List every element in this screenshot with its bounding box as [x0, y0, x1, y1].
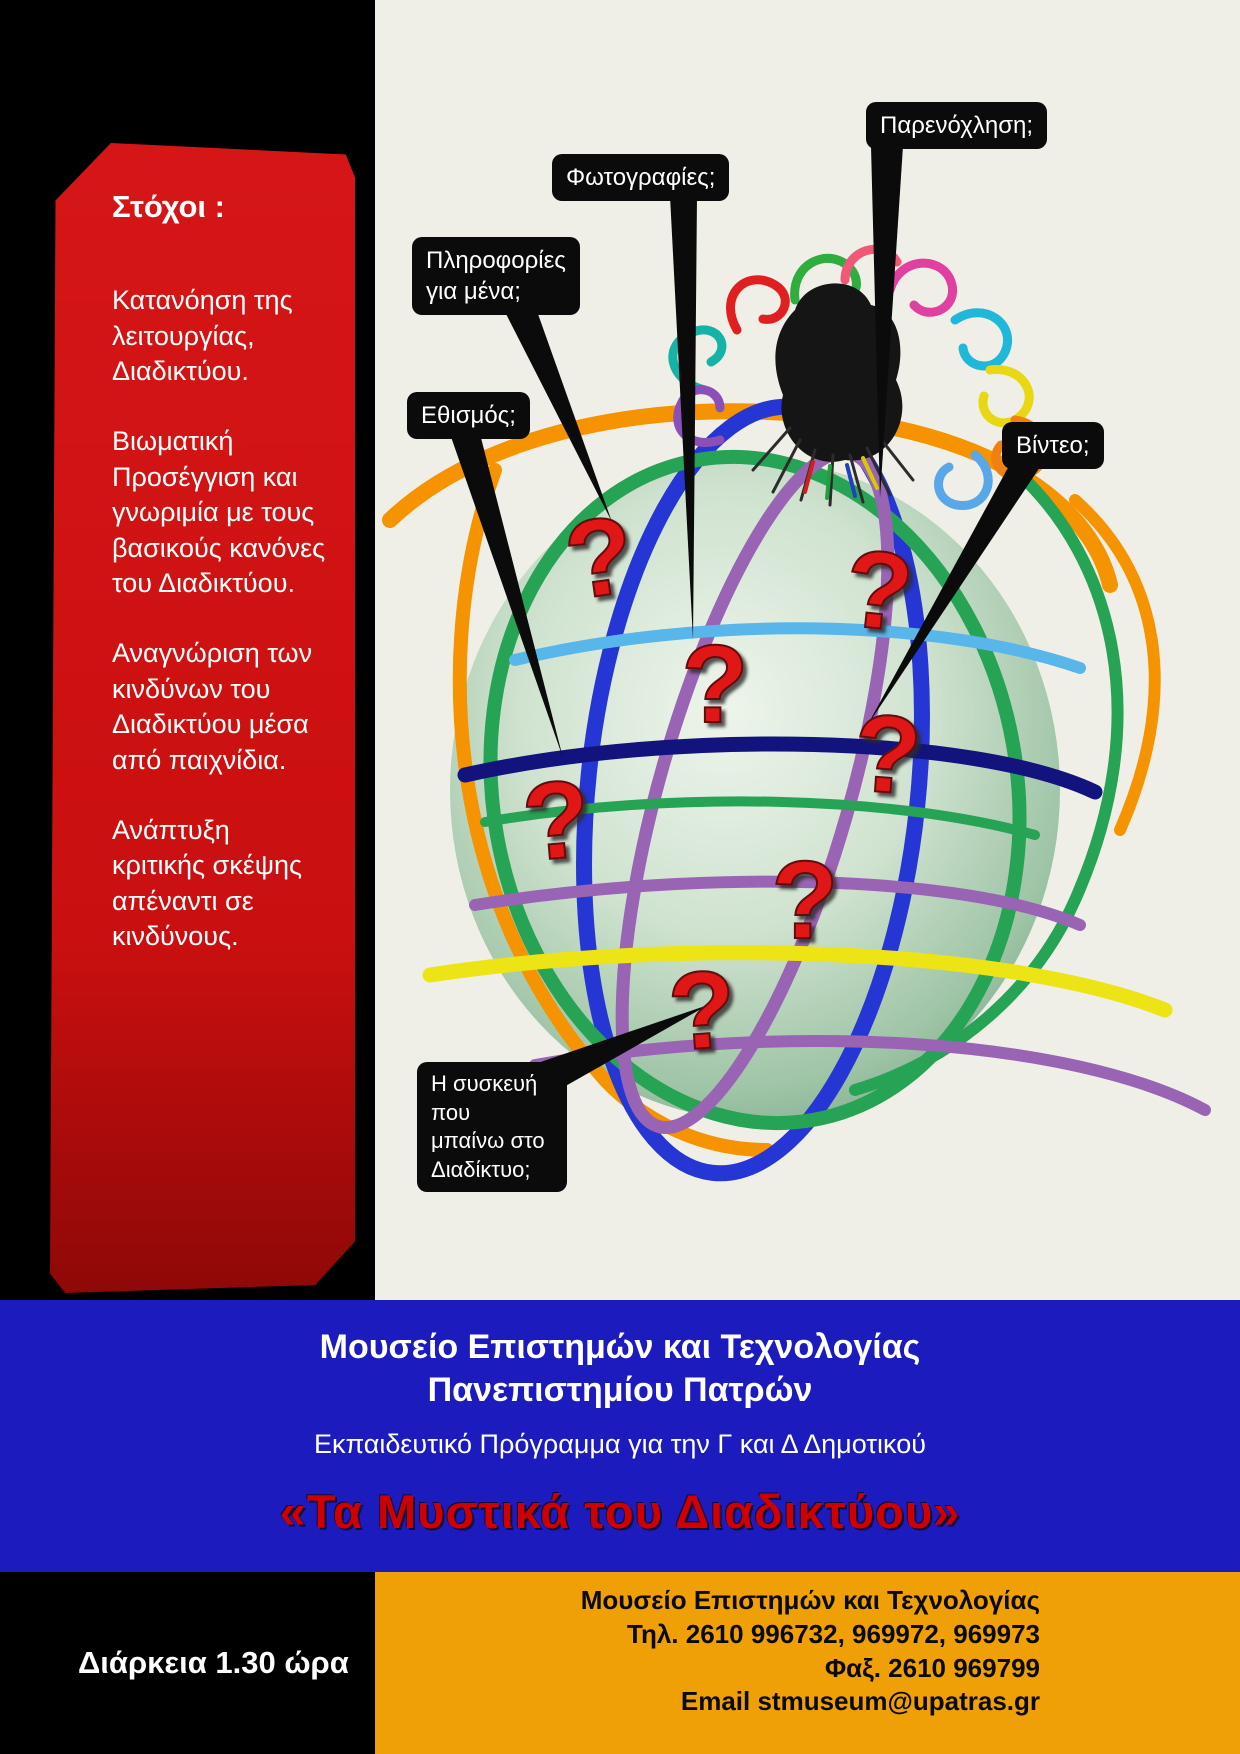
callout-device: Η συσκευή που μπαίνω στο Διαδίκτυο; — [417, 1062, 567, 1193]
question-mark: ? — [839, 526, 919, 655]
contact-phone: Τηλ. 2610 996732, 969972, 969973 — [627, 1618, 1040, 1649]
duration-label: Διάρκεια 1.30 ώρα — [78, 1645, 349, 1680]
goal-item: Αναγνώριση των κινδύνων του Διαδικτύου μ… — [112, 638, 313, 775]
question-mark: ? — [850, 691, 926, 818]
callout-photos: Φωτογραφίες; — [552, 154, 730, 202]
question-mark: ? — [771, 839, 838, 962]
museum-name-line1: Μουσείο Επιστημών και Τεχνολογίας — [319, 1328, 921, 1366]
goal-item: Βιωματική Προσέγγιση και γνωριμία με του… — [112, 425, 326, 599]
callout-addiction: Εθισμός; — [407, 392, 530, 440]
callout-tails — [450, 146, 1042, 1092]
banner: Μουσείο Επιστημών και Τεχνολογίας Πανεπι… — [0, 1300, 1240, 1572]
goal-item: Κατανόηση της λειτουργίας, Διαδικτύου. — [112, 285, 293, 387]
callout-personal-info: Πληροφορίες για μένα; — [412, 237, 580, 316]
monster-icon — [751, 283, 915, 507]
program-subtitle: Εκπαιδευτικό Πρόγραμμα για την Γ και Δ Δ… — [314, 1429, 926, 1459]
question-mark: ? — [665, 947, 741, 1074]
contact-fax: Φαξ. 2610 969799 — [824, 1652, 1040, 1683]
question-mark: ? — [518, 756, 596, 884]
question-marks: ? ? ? ? ? ? ? — [517, 491, 927, 1075]
goal-item: Ανάπτυξη κριτικής σκέψης απέναντι σε κιν… — [112, 814, 303, 952]
question-mark: ? — [558, 492, 642, 623]
callout-harassment: Παρενόχληση; — [866, 102, 1048, 150]
contact-band: Μουσείο Επιστημών και Τεχνολογίας Τηλ. 2… — [375, 1572, 1240, 1754]
contact-museum: Μουσείο Επιστημών και Τεχνολογίας — [580, 1585, 1040, 1615]
museum-name-line2: Πανεπιστημίου Πατρών — [427, 1370, 813, 1409]
callout-video: Βίντεο; — [1002, 422, 1104, 470]
contact-block: Μουσείο Επιστημών και Τεχνολογίας Τηλ. 2… — [375, 1572, 1240, 1719]
question-mark: ? — [681, 623, 748, 746]
poster-title: «Τα Μυστικά του Διαδικτύου» — [279, 1485, 961, 1538]
contact-email: Email stmuseum@upatras.gr — [680, 1686, 1040, 1717]
globe-illustration: ? ? ? ? ? ? ? — [382, 146, 1211, 1182]
goals-heading: Στόχοι : — [112, 189, 225, 224]
goals-panel: Στόχοι : Κατανόηση της λειτουργίας, Διαδ… — [50, 143, 355, 1293]
